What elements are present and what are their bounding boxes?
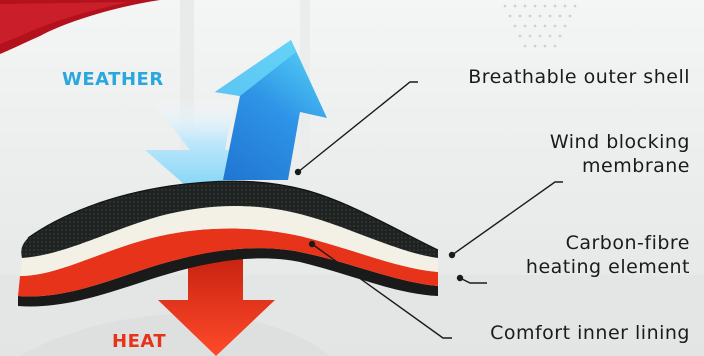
inner-lining-label: Comfort inner lining: [490, 322, 690, 346]
outer-shell-label: Breathable outer shell: [468, 66, 690, 90]
carbon-heating-label: Carbon-fibre heating element: [526, 232, 690, 280]
carbon-heating-label-line1: Carbon-fibre: [526, 232, 690, 256]
weather-label: WEATHER: [62, 69, 164, 92]
wind-membrane-label-line2: membrane: [550, 155, 690, 179]
wind-membrane-label-line1: Wind blocking: [550, 131, 690, 155]
heat-label: HEAT: [112, 331, 166, 354]
wind-membrane-label: Wind blocking membrane: [550, 131, 690, 179]
carbon-heating-label-line2: heating element: [526, 256, 690, 280]
